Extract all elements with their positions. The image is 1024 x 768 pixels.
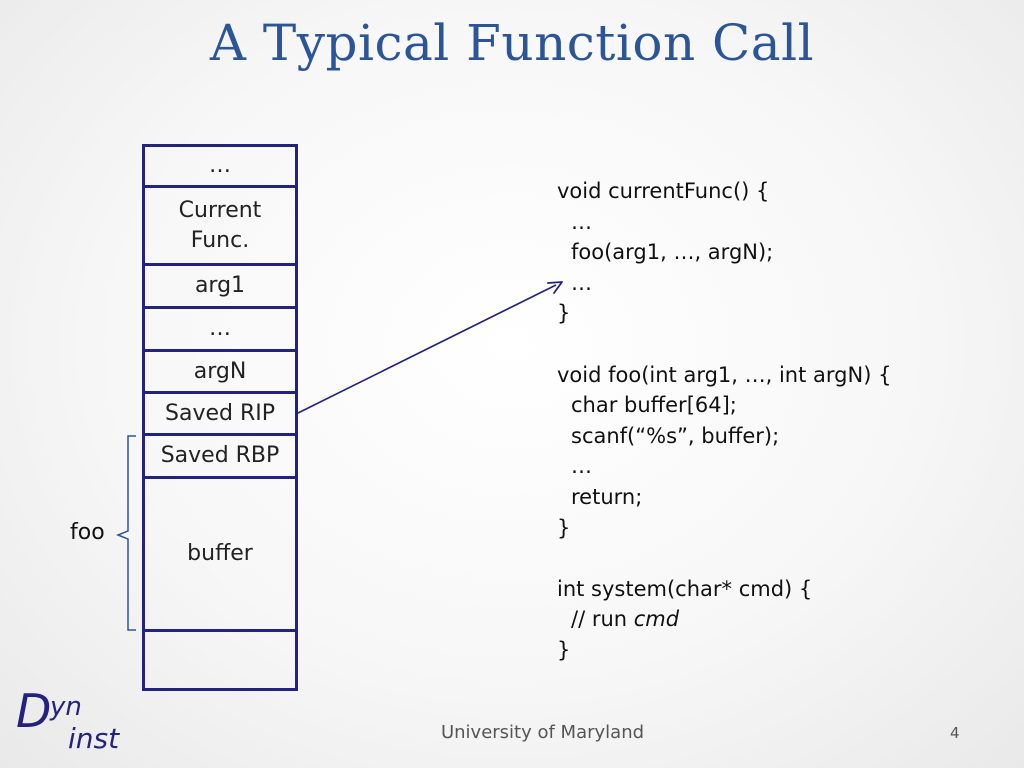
code-line bbox=[557, 543, 891, 574]
return-address-arrow bbox=[295, 284, 557, 415]
code-line: char buffer[64]; bbox=[557, 390, 891, 421]
code-line: } bbox=[557, 635, 891, 666]
code-line-text: … bbox=[571, 270, 592, 295]
code-line: return; bbox=[557, 482, 891, 513]
code-line-text: } bbox=[557, 637, 571, 662]
code-line: foo(arg1, …, argN); bbox=[557, 237, 891, 268]
code-line-text: int system(char* cmd) { bbox=[557, 576, 813, 601]
stack-cell-saved-rbp: Saved RBP bbox=[142, 433, 298, 479]
code-line-text: void foo(int arg1, …, int argN) { bbox=[557, 362, 892, 387]
code-line bbox=[557, 329, 891, 360]
stack-cell-argn: argN bbox=[142, 349, 298, 394]
foo-frame-bracket bbox=[115, 435, 136, 631]
code-line-text: scanf(“%s”, buffer); bbox=[571, 423, 780, 448]
stack-cell-empty bbox=[142, 629, 298, 691]
dyninst-logo: D yn inst bbox=[16, 684, 136, 764]
slide-title: A Typical Function Call bbox=[209, 14, 815, 72]
code-line: } bbox=[557, 513, 891, 544]
code-line: … bbox=[557, 268, 891, 299]
code-line-text: } bbox=[557, 515, 571, 540]
stack-cell-buffer: buffer bbox=[142, 476, 298, 632]
code-line: } bbox=[557, 298, 891, 329]
code-line: scanf(“%s”, buffer); bbox=[557, 421, 891, 452]
foo-frame-label: foo bbox=[70, 520, 105, 545]
code-line-italic: cmd bbox=[633, 607, 680, 632]
page-number: 4 bbox=[950, 724, 960, 742]
logo-yn: yn bbox=[50, 692, 82, 722]
logo-d: D bbox=[16, 684, 52, 738]
stack-cell-ellipsis-mid: … bbox=[142, 306, 298, 352]
code-line-text: return; bbox=[571, 484, 643, 509]
logo-inst: inst bbox=[68, 722, 120, 755]
code-line-text: void currentFunc() { bbox=[557, 179, 770, 203]
stack-cell-arg1: arg1 bbox=[142, 263, 298, 309]
code-line: void foo(int arg1, …, int argN) { bbox=[557, 360, 891, 391]
code-line-text: // run bbox=[571, 607, 634, 632]
code-line-text: … bbox=[571, 454, 592, 479]
code-line: void currentFunc() { bbox=[557, 176, 891, 207]
code-line: int system(char* cmd) { bbox=[557, 574, 891, 605]
code-line-text: char buffer[64]; bbox=[571, 393, 737, 418]
code-line: … bbox=[557, 207, 891, 238]
call-stack-diagram: … Current Func. arg1 … argN Saved RIP Sa… bbox=[142, 144, 298, 691]
stack-cell-ellipsis-top: … bbox=[142, 144, 298, 188]
code-listing: void currentFunc() { … foo(arg1, …, argN);… bbox=[557, 176, 891, 666]
code-line-text: … bbox=[571, 209, 592, 234]
code-line: // run cmd bbox=[557, 604, 891, 635]
stack-cell-saved-rip: Saved RIP bbox=[142, 391, 298, 436]
code-line-text: } bbox=[557, 301, 571, 326]
stack-cell-current-func: Current Func. bbox=[142, 185, 298, 266]
code-line-text: foo(arg1, …, argN); bbox=[571, 240, 774, 265]
code-line: … bbox=[557, 451, 891, 482]
footer-text: University of Maryland bbox=[440, 722, 645, 743]
